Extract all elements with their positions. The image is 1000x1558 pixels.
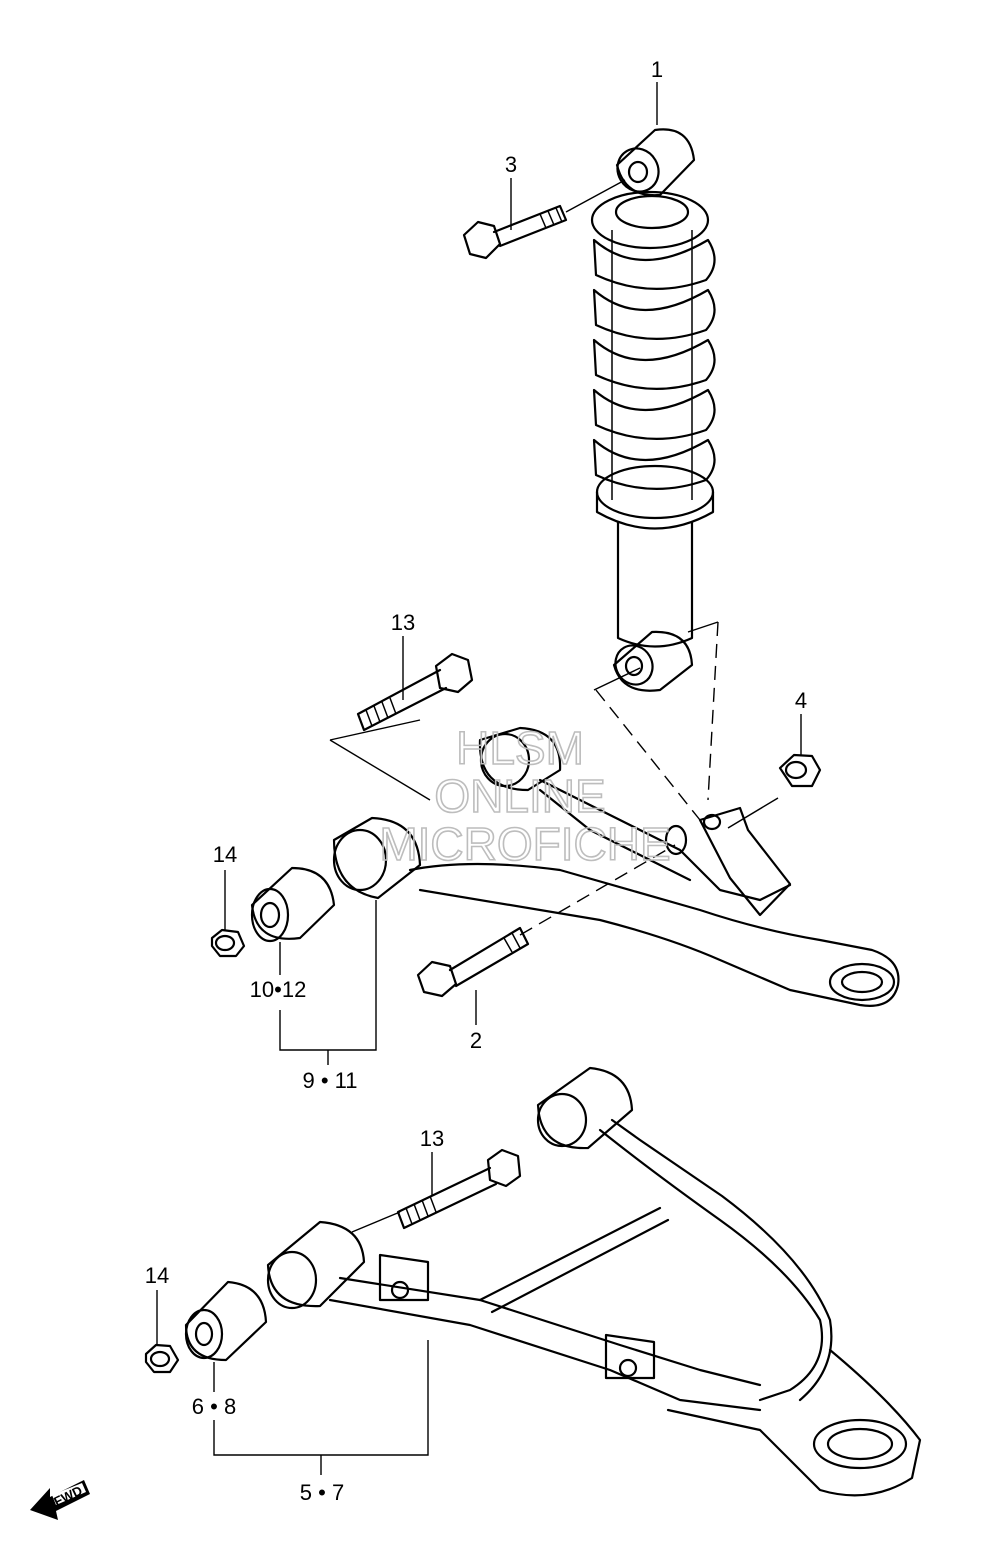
bushing-part-6-8[interactable] [184,1280,268,1362]
watermark-line-2: ONLINE [434,770,605,822]
callout-1: 1 [651,57,663,82]
callout-14-upper: 14 [213,842,237,867]
bolt-part-3[interactable] [462,179,626,260]
fwd-arrow-icon: FWD [30,1480,90,1520]
bolt-part-2[interactable] [416,926,530,998]
nut-part-14-upper[interactable] [210,928,246,958]
callout-3: 3 [505,152,517,177]
bushing-part-10-12[interactable] [250,866,336,943]
callout-14-lower: 14 [145,1263,169,1288]
watermark: HLSM ONLINE MICROFICHE [379,721,672,871]
callout-13-upper: 13 [391,610,415,635]
assembly-lines [329,621,779,1233]
fwd-label: FWD [51,1483,84,1509]
callout-4: 4 [795,688,807,713]
callout-9-11: 9 • 11 [303,1068,358,1093]
callout-6-8: 6 • 8 [192,1394,236,1419]
shock-absorber-part-1[interactable] [590,128,716,692]
upper-arm-part-9-11[interactable] [332,726,900,1007]
lower-arm-part-5-7[interactable] [266,1066,922,1497]
watermark-line-1: HLSM [456,722,584,774]
bolt-part-13-lower[interactable] [396,1148,522,1230]
callout-13-lower: 13 [420,1126,444,1151]
nut-part-4[interactable] [778,753,822,788]
bolt-part-13-upper[interactable] [356,652,474,732]
leader-lines [156,82,802,1475]
nut-part-14-lower[interactable] [144,1343,180,1374]
callout-5-7: 5 • 7 [300,1480,344,1505]
callout-10-12: 10•12 [250,977,307,1002]
watermark-line-3: MICROFICHE [379,818,670,870]
callout-2: 2 [470,1028,482,1053]
